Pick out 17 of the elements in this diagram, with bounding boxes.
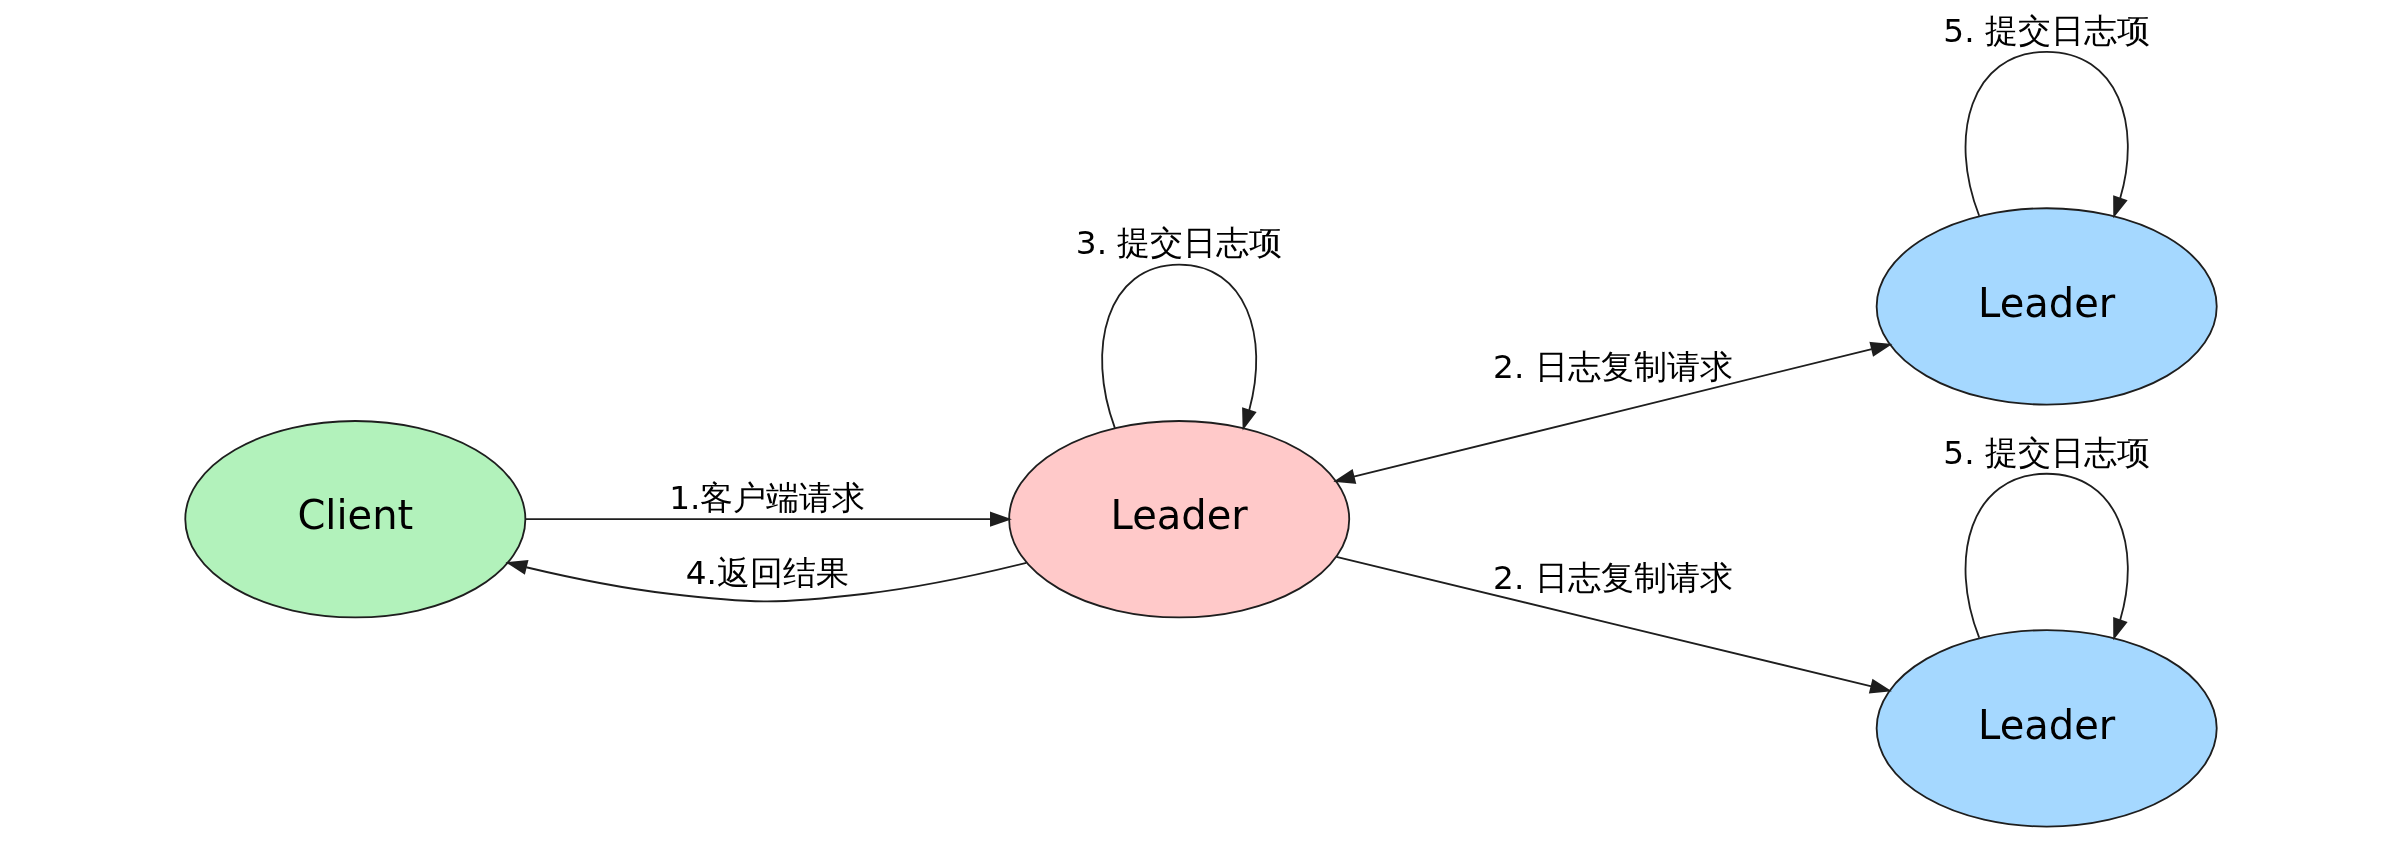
arrow (1335, 555, 1892, 694)
node-ellipse: Leader (1875, 207, 2218, 406)
edge-label: 2. 日志复制请求 (1493, 348, 1733, 387)
edge-label: 5. 提交日志项 (1943, 11, 2150, 50)
arrow (505, 559, 1028, 603)
arrow (1964, 50, 2129, 219)
edge-label: 1.客户端请求 (669, 479, 866, 518)
edge-label: 4.返回结果 (685, 553, 849, 592)
arrow (1964, 472, 2129, 641)
node-ellipse: Leader (1875, 629, 2218, 828)
arrow (1333, 341, 1893, 484)
arrow (1101, 263, 1258, 431)
node-ellipse: Leader (1008, 420, 1351, 619)
edge-label: 5. 提交日志项 (1943, 433, 2150, 472)
arrow (524, 511, 1012, 527)
edge-label: 3. 提交日志项 (1075, 224, 1283, 263)
edge-label: 2. 日志复制请求 (1493, 559, 1733, 598)
